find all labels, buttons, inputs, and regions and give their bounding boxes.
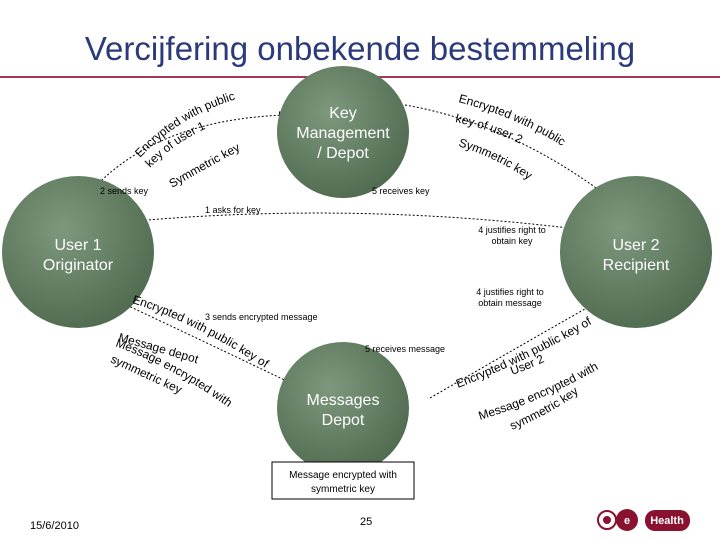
user1-node	[2, 176, 154, 328]
key-depot-line2: Management	[296, 125, 390, 142]
connector-key-to-user1	[84, 111, 287, 199]
key-depot-node	[277, 66, 409, 198]
label-receives-key: 5 receives key	[372, 186, 430, 196]
logo-text: Health	[650, 515, 684, 527]
slide-title: Vercijfering onbekende bestemmeling	[84, 30, 636, 67]
logo-mark-circle	[616, 509, 638, 531]
key-depot-line1: Key	[329, 105, 357, 122]
user1-role: Originator	[43, 257, 114, 274]
connector-user1-user2	[124, 212, 602, 236]
page-number: 25	[360, 516, 373, 528]
right-key-curve-3: Symmetric key	[457, 135, 535, 182]
user1-label: User 1	[54, 237, 101, 254]
callout-box	[271, 461, 415, 500]
messages-depot-line1: Messages	[307, 392, 380, 409]
label-justifies-msg-1: 4 justifies right to	[476, 287, 544, 297]
callout-line1: Message encrypted with	[289, 470, 397, 481]
ehealth-logo: e Health	[597, 509, 690, 531]
logo-pill	[645, 510, 690, 531]
logo-dot-icon	[603, 516, 611, 524]
label-justifies-msg-2: obtain message	[478, 298, 542, 308]
label-justifies-key-1: 4 justifies right to	[478, 225, 546, 235]
user2-node	[560, 176, 712, 328]
footer-date: 15/6/2010	[30, 520, 79, 532]
callout-line2: symmetric key	[311, 484, 375, 495]
label-sends-key: 2 sends key	[100, 186, 149, 196]
label-asks-for-key: 1 asks for key	[205, 205, 261, 215]
label-sends-encrypted: 3 sends encrypted message	[205, 312, 318, 322]
messages-depot-line2: Depot	[322, 412, 365, 429]
user2-role: Recipient	[603, 257, 670, 274]
user2-label: User 2	[612, 237, 659, 254]
key-depot-line3: / Depot	[317, 145, 369, 162]
messages-depot-node	[277, 342, 409, 474]
label-justifies-key-2: obtain key	[491, 236, 533, 246]
label-receives-message: 5 receives message	[365, 344, 445, 354]
logo-mark: e	[624, 515, 630, 527]
